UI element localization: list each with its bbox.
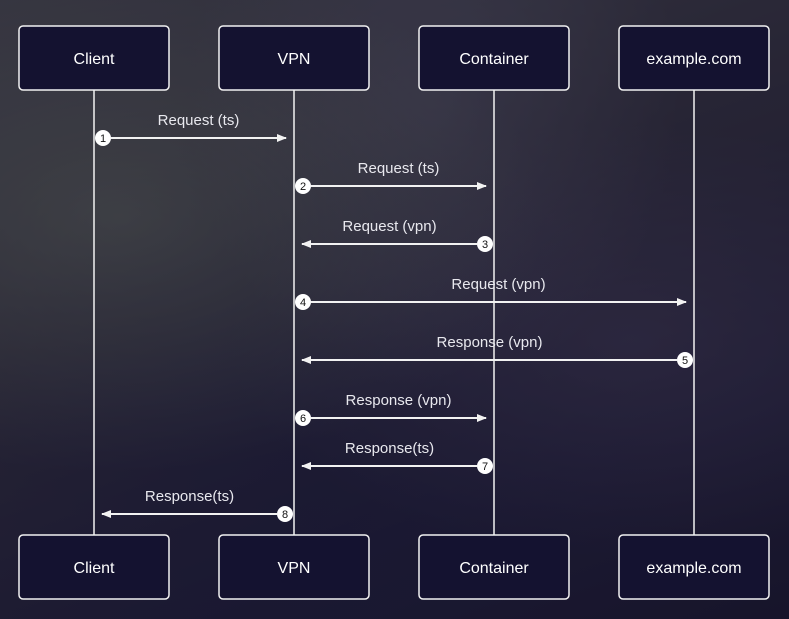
actor-box <box>418 534 570 600</box>
actor-label: example.com <box>646 560 741 577</box>
actor-label: VPN <box>278 51 311 68</box>
message-label: Request (vpn) <box>342 218 436 235</box>
actor-box <box>618 534 770 600</box>
step-badge <box>677 352 693 368</box>
step-number: 4 <box>300 297 306 309</box>
message-6: 6 Response (vpn) <box>295 392 487 426</box>
actor-box <box>618 25 770 91</box>
actor-container-bottom: Container <box>418 534 570 600</box>
message-3: 3 Request (vpn) <box>301 218 493 252</box>
message-2: 2 Request (ts) <box>295 160 487 194</box>
message-4: 4 Request (vpn) <box>295 276 687 310</box>
actor-vpn-bottom: VPN <box>218 534 370 600</box>
step-badge <box>95 130 111 146</box>
step-badge <box>477 458 493 474</box>
step-badge <box>477 236 493 252</box>
message-label: Request (ts) <box>158 112 240 129</box>
message-1: 1 Request (ts) <box>95 112 287 146</box>
message-7: 7 Response(ts) <box>301 440 493 474</box>
actor-container-top: Container <box>418 25 570 91</box>
step-number: 5 <box>682 355 688 367</box>
actor-box <box>18 534 170 600</box>
step-number: 8 <box>282 509 288 521</box>
actor-box <box>218 25 370 91</box>
message-label: Response(ts) <box>345 440 434 457</box>
message-label: Response (vpn) <box>437 334 543 351</box>
actor-label: Container <box>459 51 529 68</box>
actor-box <box>18 25 170 91</box>
message-8: 8 Response(ts) <box>101 488 293 522</box>
step-number: 2 <box>300 181 306 193</box>
actor-label: Client <box>74 560 115 577</box>
actor-client-bottom: Client <box>18 534 170 600</box>
step-badge <box>295 294 311 310</box>
actor-label: Container <box>459 560 529 577</box>
message-label: Request (vpn) <box>451 276 545 293</box>
step-number: 6 <box>300 413 306 425</box>
step-badge <box>295 410 311 426</box>
actor-example-bottom: example.com <box>618 534 770 600</box>
message-label: Request (ts) <box>358 160 440 177</box>
step-badge <box>277 506 293 522</box>
actor-client-top: Client <box>18 25 170 91</box>
actor-vpn-top: VPN <box>218 25 370 91</box>
message-label: Response(ts) <box>145 488 234 505</box>
step-badge <box>295 178 311 194</box>
actor-label: example.com <box>646 51 741 68</box>
actor-label: VPN <box>278 560 311 577</box>
actor-box <box>418 25 570 91</box>
message-5: 5 Response (vpn) <box>301 334 693 368</box>
step-number: 1 <box>100 133 106 145</box>
message-label: Response (vpn) <box>346 392 452 409</box>
step-number: 7 <box>482 461 488 473</box>
actor-label: Client <box>74 51 115 68</box>
step-number: 3 <box>482 239 488 251</box>
actor-example-top: example.com <box>618 25 770 91</box>
actor-box <box>218 534 370 600</box>
